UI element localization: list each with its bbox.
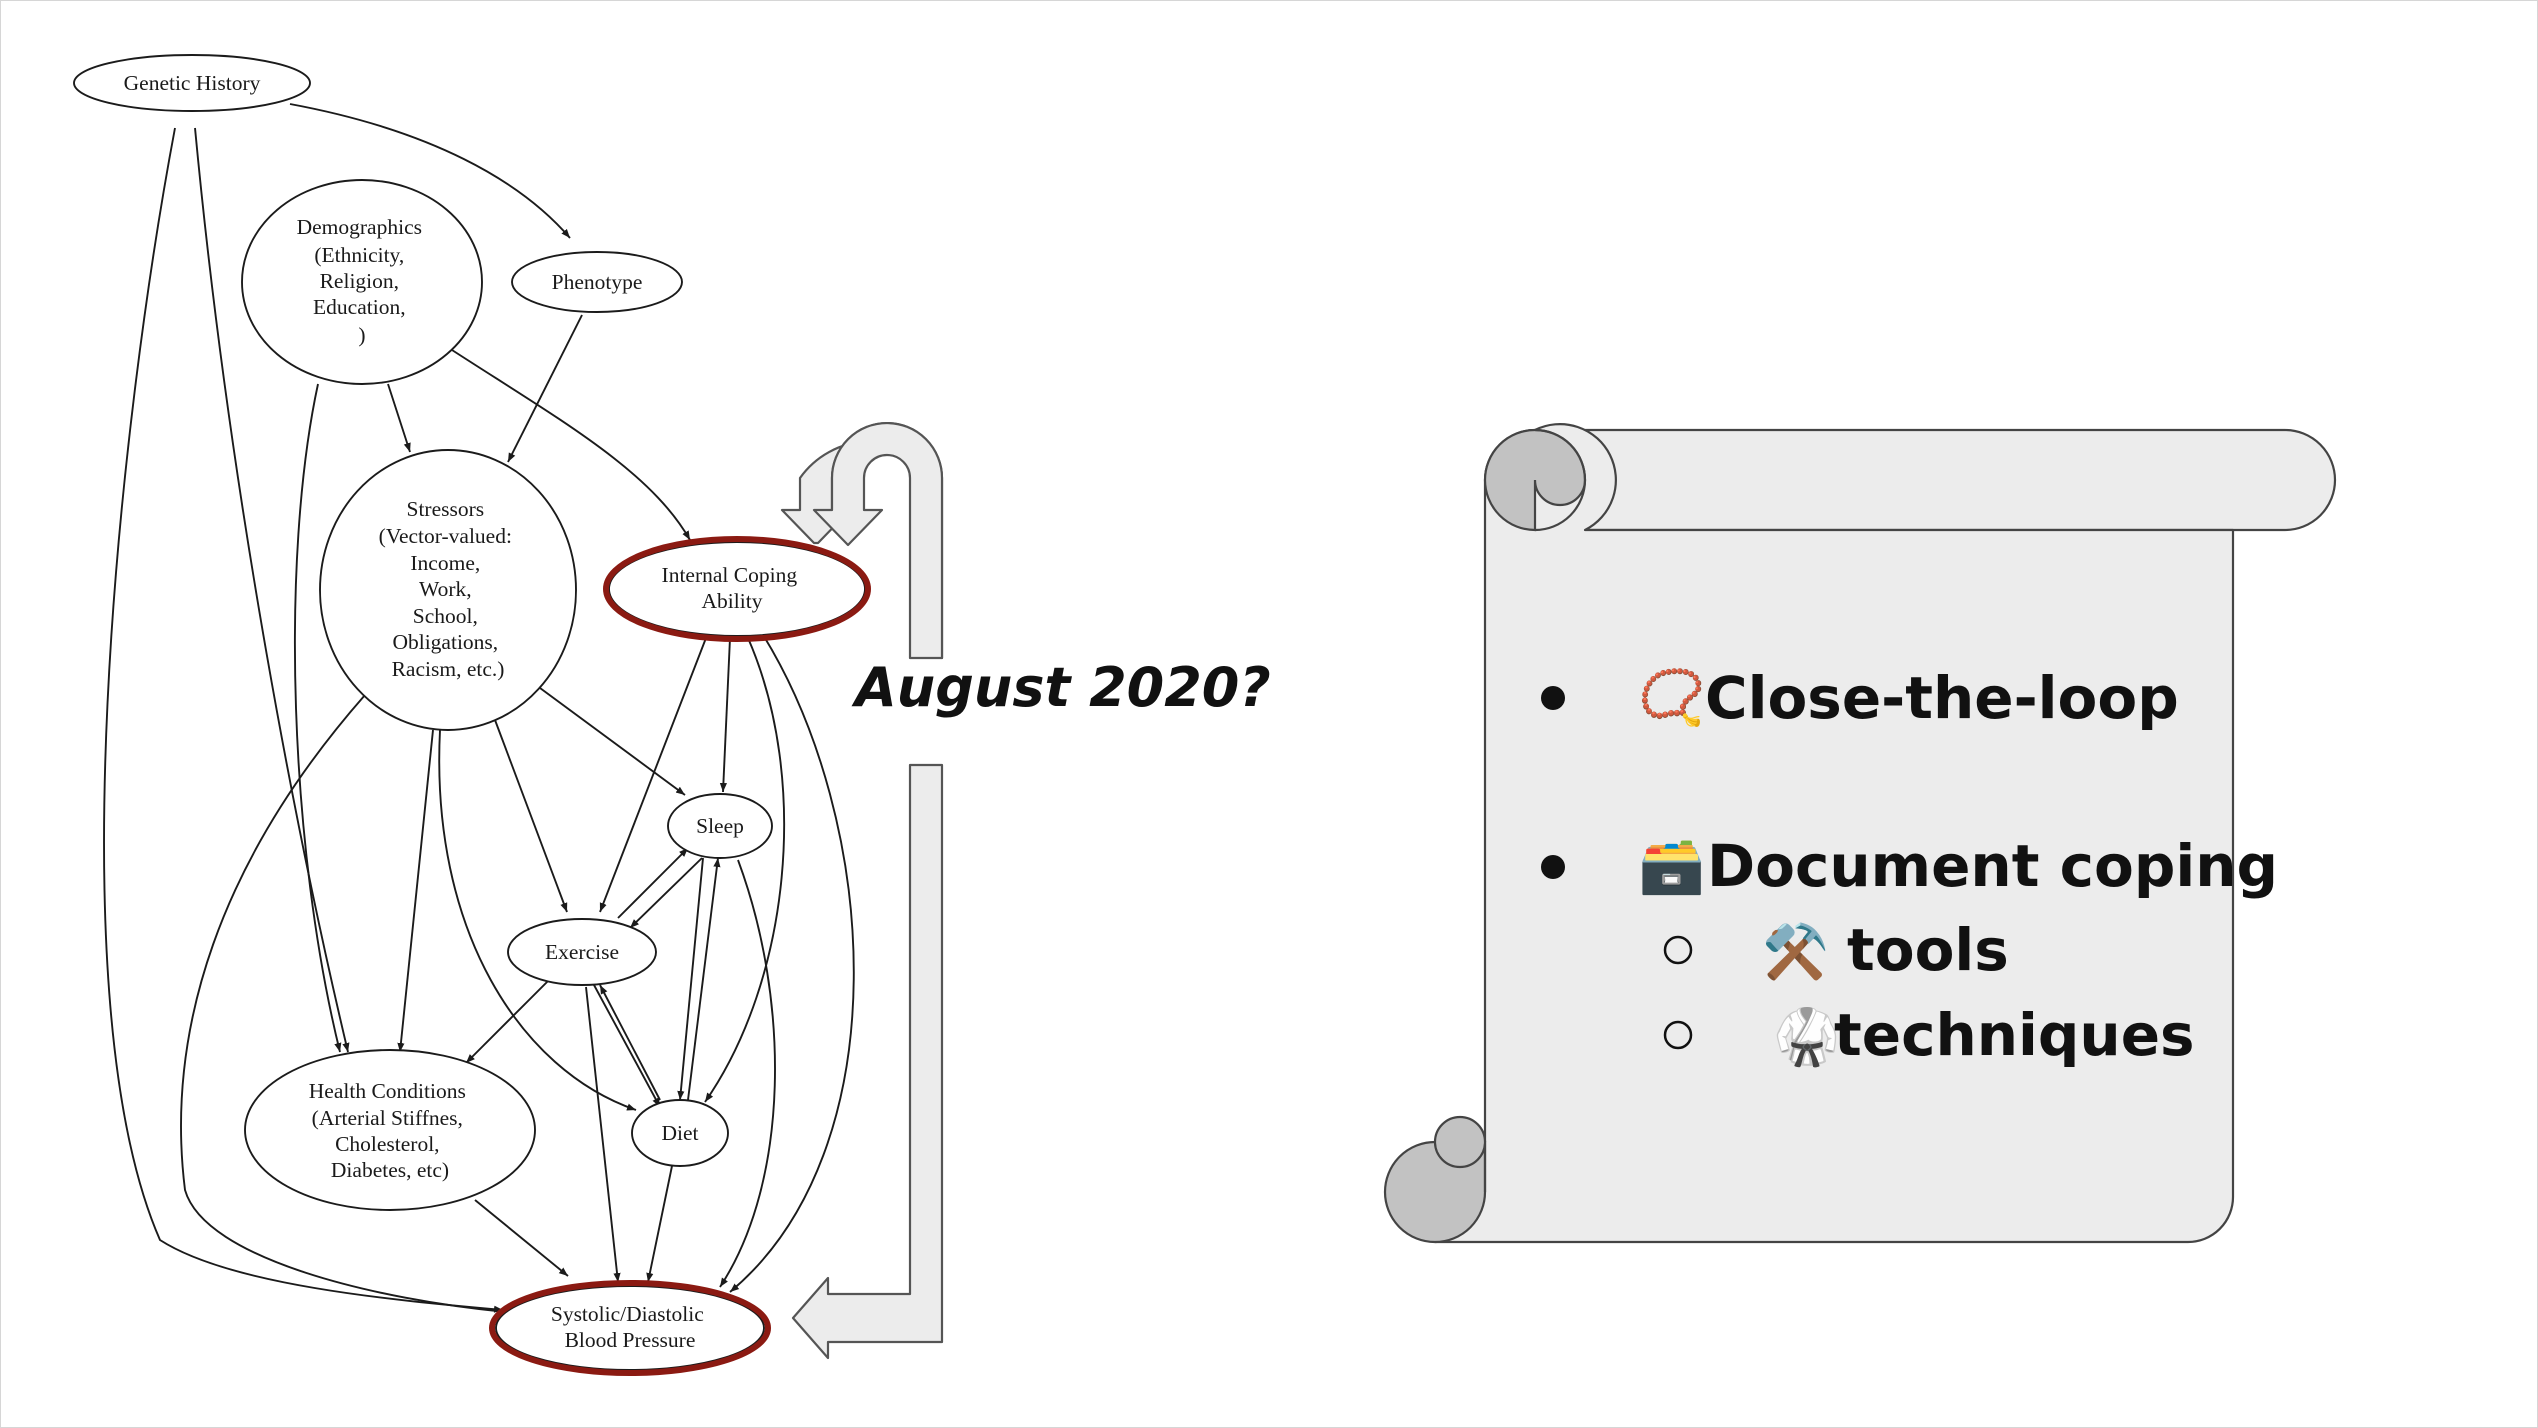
sub-bullet-circle [1663, 1020, 1693, 1050]
loop-label: August 2020? [851, 656, 1271, 719]
edge-health-to-bloodpressure [474, 1199, 569, 1277]
edge-sleep-to-diet [677, 857, 704, 1101]
edge-stressors-to-health [397, 729, 434, 1053]
node-label: Exercise [545, 940, 619, 964]
scroll-bottom-curl-edge [1433, 1115, 1487, 1192]
scroll-top-curl-edge [1534, 428, 1587, 532]
causal-diagram: Genetic History Demographics (Ethnicity,… [73, 54, 871, 1376]
node-health-conditions: Health Conditions (Arterial Stiffnes, Ch… [244, 1049, 536, 1211]
edge-genetic-to-phenotype [289, 103, 571, 239]
edge-coping-to-bloodpressure [729, 629, 855, 1293]
bullet-text: tools [1847, 916, 2009, 984]
bullet-dot [1541, 686, 1565, 710]
highlight-ring [603, 536, 871, 642]
node-label: Systolic/Diastolic Blood Pressure [551, 1302, 709, 1352]
node-label: Phenotype [552, 270, 643, 294]
edge-diet-to-exercise [599, 984, 661, 1101]
node-sleep: Sleep [667, 793, 773, 859]
prayer-beads-icon: 📿 [1638, 666, 1705, 729]
edge-stressors-to-sleep [539, 687, 686, 796]
scroll-panel: 📿 Close-the-loop 🗃️ Document coping ⚒️ t… [1383, 423, 2337, 1244]
scroll-top-roll [1533, 428, 2337, 532]
edge-demographics-to-health [293, 383, 342, 1053]
node-diet: Diet [631, 1099, 729, 1167]
edge-exercise-to-health [465, 975, 554, 1064]
edge-stressors-to-bloodpressure [180, 694, 507, 1315]
sub-bullet-circle [1663, 935, 1693, 965]
node-label: Demographics (Ethnicity, Religion, Educa… [297, 215, 428, 347]
node-internal-coping-ability: Internal Coping Ability [603, 536, 871, 642]
edge-sleep-to-exercise [629, 857, 703, 929]
edge-diet-to-sleep [687, 857, 721, 1101]
highlight-ring [489, 1280, 771, 1376]
bullet-text: techniques [1834, 1001, 2195, 1069]
bullet-item-tools: ⚒️ tools [1663, 916, 2009, 984]
edge-stressors-to-diet [438, 729, 637, 1111]
node-label: Genetic History [124, 71, 261, 95]
diagram-edges [103, 103, 855, 1315]
edge-genetic-to-bloodpressure [103, 127, 504, 1313]
edge-coping-to-diet [704, 637, 786, 1103]
bullet-item-document-coping: 🗃️ Document coping [1541, 832, 2278, 900]
feedback-loop: August 2020? [780, 421, 1271, 1360]
edge-coping-to-sleep [719, 637, 731, 793]
node-phenotype: Phenotype [511, 251, 683, 313]
bullet-dot [1541, 855, 1565, 879]
node-label: Diet [661, 1121, 698, 1145]
node-label: Sleep [696, 814, 744, 838]
file-cabinet-icon: 🗃️ [1638, 834, 1705, 897]
edge-exercise-to-sleep [617, 847, 689, 919]
node-genetic-history: Genetic History [73, 54, 311, 112]
edge-coping-to-exercise [599, 637, 707, 913]
node-blood-pressure: Systolic/Diastolic Blood Pressure [489, 1280, 771, 1376]
node-label: Internal Coping Ability [662, 563, 803, 613]
return-arrow-shape [791, 763, 944, 1360]
edge-demographics-to-coping [451, 349, 691, 541]
edge-stressors-to-exercise [494, 719, 568, 913]
bullet-text: Document coping [1707, 832, 2278, 900]
node-label: Stressors (Vector-valued: Income, Work, … [379, 497, 518, 681]
bullet-item-close-the-loop: 📿 Close-the-loop [1541, 664, 2179, 732]
node-exercise: Exercise [507, 918, 657, 986]
edge-phenotype-to-stressors [507, 314, 583, 463]
edge-genetic-to-health [194, 127, 350, 1053]
edge-exercise-to-bloodpressure [585, 986, 621, 1283]
edge-demographics-to-stressors [387, 383, 411, 453]
martial-arts-uniform-icon: 🥋 [1773, 1005, 1840, 1069]
edge-diet-to-bloodpressure [646, 1165, 673, 1283]
edge-exercise-to-diet [593, 984, 661, 1108]
uturn-arrow-stem [812, 421, 944, 660]
hammer-and-pick-icon: ⚒️ [1762, 920, 1829, 983]
bullet-item-techniques: 🥋 techniques [1663, 1001, 2195, 1069]
scroll-bullet-list: 📿 Close-the-loop 🗃️ Document coping ⚒️ t… [1541, 664, 2278, 1069]
bullet-text: Close-the-loop [1705, 664, 2179, 732]
node-stressors: Stressors (Vector-valued: Income, Work, … [319, 449, 577, 731]
edge-sleep-to-bloodpressure [719, 859, 776, 1288]
node-demographics: Demographics (Ethnicity, Religion, Educa… [241, 179, 483, 385]
node-label: Health Conditions (Arterial Stiffnes, Ch… [309, 1079, 471, 1182]
